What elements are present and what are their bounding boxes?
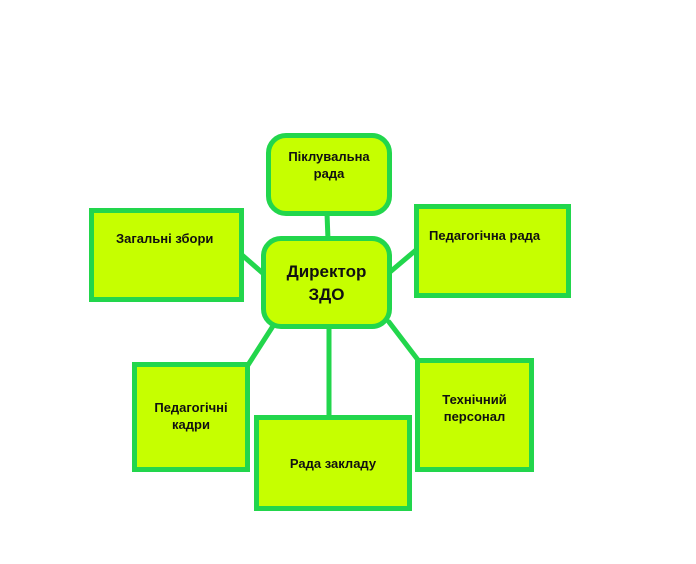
node-institution-council: Рада закладу — [254, 415, 412, 511]
node-staff: Педагогічні кадри — [132, 362, 250, 472]
director-title: Директор ЗДО — [286, 261, 367, 304]
node-director: Директор ЗДО — [261, 236, 392, 329]
connector-board — [324, 210, 331, 243]
node-general: Загальні збори — [89, 208, 244, 302]
node-technical: Технічний персонал — [415, 358, 534, 472]
connector-technical — [386, 319, 421, 363]
connector-pedagogical-council — [387, 247, 419, 275]
connector-staff — [245, 323, 276, 368]
node-board: Піклувальна рада — [266, 133, 392, 216]
node-pedagogical-council: Педагогічна рада — [414, 204, 571, 298]
